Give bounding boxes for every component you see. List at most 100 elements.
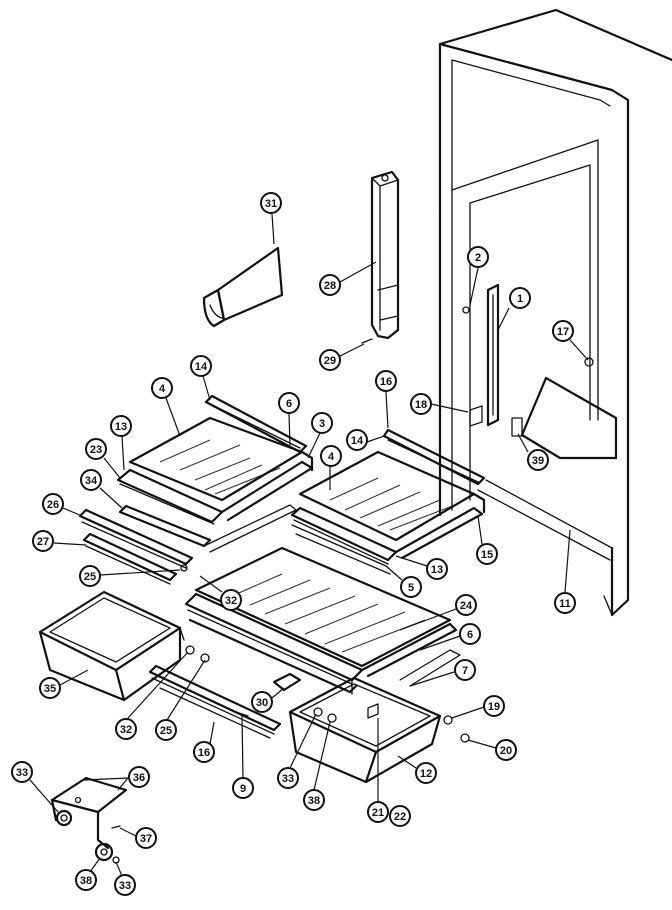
svg-text:5: 5: [408, 582, 414, 594]
callout-38-mid: 38: [303, 721, 331, 811]
svg-text:39: 39: [532, 455, 544, 467]
svg-text:32: 32: [225, 595, 237, 607]
svg-text:23: 23: [90, 444, 102, 456]
svg-text:16: 16: [380, 376, 392, 388]
svg-text:9: 9: [240, 783, 246, 795]
callout-7: 7: [409, 659, 476, 687]
callout-36: 36: [83, 766, 150, 791]
svg-text:7: 7: [462, 665, 468, 677]
svg-text:38: 38: [80, 875, 92, 887]
svg-text:29: 29: [324, 355, 336, 367]
callout-3: 3: [307, 412, 333, 459]
svg-text:13: 13: [115, 421, 127, 433]
svg-text:25: 25: [84, 571, 96, 583]
air-duct: [361, 170, 400, 344]
svg-text:17: 17: [557, 326, 569, 338]
callout-26: 26: [42, 493, 83, 517]
callout-12: 12: [397, 755, 437, 784]
callout-34: 34: [80, 469, 123, 509]
callout-39: 39: [517, 433, 549, 471]
callout-25-lower: 25: [155, 659, 206, 741]
svg-text:4: 4: [159, 383, 166, 395]
svg-text:18: 18: [415, 399, 427, 411]
svg-text:13: 13: [431, 564, 443, 576]
svg-text:26: 26: [47, 499, 59, 511]
drawer-bracket-assembly: [50, 776, 128, 864]
svg-text:19: 19: [488, 701, 500, 713]
right-crisper-drawer: [288, 676, 470, 784]
callout-31: 31: [260, 192, 282, 245]
svg-text:28: 28: [324, 280, 336, 292]
svg-text:27: 27: [37, 536, 49, 548]
callout-5: 5: [385, 565, 422, 598]
callout-21: 21: [367, 718, 389, 823]
svg-text:36: 36: [133, 772, 145, 784]
callout-6-upper: 6: [278, 392, 300, 446]
svg-text:15: 15: [481, 549, 493, 561]
callout-38-bottom: 38: [75, 857, 101, 891]
callout-16-upper: 16: [375, 370, 397, 429]
svg-text:33: 33: [282, 773, 294, 785]
callout-32-upper: 32: [199, 575, 242, 611]
callout-9: 9: [232, 715, 254, 799]
callout-35: 35: [39, 669, 89, 699]
callout-14-upper: 14: [190, 355, 212, 401]
svg-text:33: 33: [119, 880, 131, 892]
svg-text:30: 30: [256, 697, 268, 709]
svg-text:38: 38: [308, 795, 320, 807]
callout-2: 2: [467, 246, 489, 306]
svg-text:21: 21: [372, 807, 384, 819]
callout-4-upper: 4: [151, 377, 181, 437]
svg-text:14: 14: [195, 361, 208, 373]
callout-28: 28: [319, 261, 377, 296]
svg-text:31: 31: [265, 198, 277, 210]
callout-4-right: 4: [320, 445, 342, 490]
callout-33-bottom: 33: [114, 861, 136, 896]
callout-6-lower: 6: [419, 623, 481, 651]
callout-23: 23: [85, 438, 121, 479]
svg-text:1: 1: [517, 293, 523, 305]
left-slide-rails: [78, 508, 194, 585]
svg-text:20: 20: [500, 745, 512, 757]
callout-33-left: 33: [11, 761, 59, 813]
callout-13-upper: 13: [110, 415, 132, 471]
svg-text:25: 25: [160, 725, 172, 737]
upper-right-shelf: [290, 428, 486, 575]
callout-33-mid: 33: [277, 713, 317, 789]
svg-text:32: 32: [120, 724, 132, 736]
callouts: 1 2 3 4 4 5: [11, 192, 589, 896]
callout-29: 29: [319, 343, 365, 371]
callout-27: 27: [32, 530, 87, 552]
svg-text:16: 16: [198, 747, 210, 759]
svg-text:35: 35: [44, 683, 56, 695]
lower-slide-rails: [148, 645, 302, 739]
callout-14-right: 14: [346, 429, 385, 451]
callout-37: 37: [119, 827, 157, 849]
callout-20: 20: [467, 739, 517, 761]
callout-13-right: 13: [395, 555, 448, 580]
svg-text:34: 34: [85, 475, 98, 487]
callout-25-upper: 25: [79, 565, 181, 587]
upper-left-shelf: [116, 394, 314, 553]
svg-text:14: 14: [351, 435, 364, 447]
svg-text:6: 6: [467, 629, 473, 641]
svg-text:11: 11: [559, 598, 571, 610]
callout-24: 24: [399, 594, 477, 631]
callout-22: 22: [389, 805, 411, 827]
callout-18: 18: [410, 393, 469, 415]
svg-text:12: 12: [420, 768, 432, 780]
svg-text:2: 2: [475, 252, 481, 264]
svg-text:6: 6: [286, 398, 292, 410]
svg-text:37: 37: [140, 833, 152, 845]
svg-text:22: 22: [394, 811, 406, 823]
callout-30: 30: [251, 687, 285, 713]
svg-text:3: 3: [319, 418, 325, 430]
callout-15: 15: [476, 515, 498, 565]
shelf-support-rail: [462, 283, 594, 437]
crisper-cover-shelf: [184, 546, 461, 695]
svg-text:24: 24: [460, 600, 473, 612]
svg-text:33: 33: [16, 767, 28, 779]
callout-17: 17: [552, 320, 589, 361]
air-deflector: [202, 246, 284, 328]
